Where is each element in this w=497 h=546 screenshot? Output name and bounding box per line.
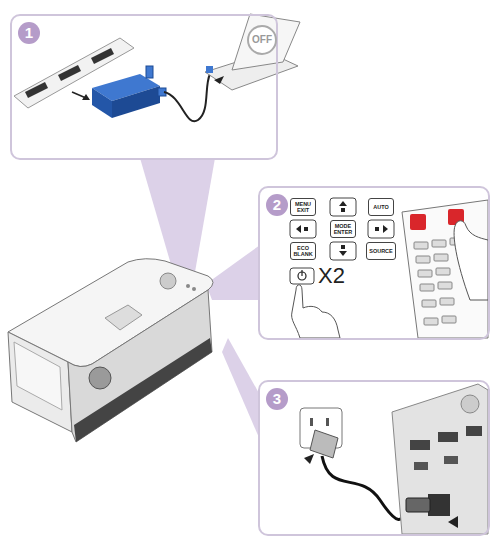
power-inlet: [428, 494, 450, 516]
wedge: [140, 158, 215, 272]
remote-key: [422, 300, 436, 307]
remote-key: [438, 282, 452, 289]
projector-front: [8, 332, 72, 432]
arrow-head: [304, 454, 314, 464]
step-panel: 3: [258, 380, 490, 536]
press-count: X2: [318, 264, 345, 288]
button-label: SOURCE: [369, 248, 393, 254]
socket-hole: [310, 418, 313, 426]
io-port: [444, 456, 458, 464]
control-pad: [160, 273, 176, 289]
panel-bg: [258, 380, 490, 536]
remote-key: [432, 240, 446, 247]
projector-mirror: [14, 342, 62, 410]
adapter-front: [92, 88, 112, 118]
panel-backgrounds: [10, 14, 490, 536]
io-port: [438, 432, 458, 442]
arrow-icon-bar: [341, 245, 345, 249]
arrow-icon: [339, 251, 347, 256]
remote-key: [414, 242, 428, 249]
remote-key: [440, 298, 454, 305]
io-port: [414, 462, 428, 470]
adapter-side: [112, 86, 160, 118]
arrow-button: [290, 220, 316, 238]
laptop-plug: [206, 66, 213, 73]
arrow-button: [330, 198, 356, 216]
arrow-head: [214, 76, 224, 84]
arrow-button: [330, 242, 356, 260]
panel-1-art: [14, 14, 300, 121]
remote-key: [436, 268, 450, 275]
projector-base-band: [74, 338, 212, 442]
remote-red-button: [410, 214, 426, 230]
projector-back: [392, 384, 488, 534]
projector-side: [68, 290, 212, 442]
button-label: AUTO: [373, 204, 388, 210]
power-plug: [310, 430, 338, 458]
arrow-icon-bar: [304, 227, 308, 231]
panel-2-art: [290, 198, 488, 338]
keypad-button: MODE ENTER: [330, 220, 356, 238]
arrow-icon: [339, 201, 347, 206]
vga-port: [25, 82, 48, 98]
panel-bg: [258, 186, 490, 340]
arrow-icon: [383, 225, 388, 233]
remote-key: [420, 284, 434, 291]
vga-port: [91, 48, 114, 64]
callout-number: 3: [266, 388, 288, 410]
callout-number: 2: [266, 194, 288, 216]
hand: [292, 285, 340, 338]
keypad-button: AUTO: [368, 198, 394, 216]
button-label: ECO BLANK: [291, 245, 315, 257]
arrow-button: [368, 220, 394, 238]
power-connector: [406, 498, 430, 512]
power-icon: [301, 270, 302, 276]
panel-3-art: [300, 384, 488, 534]
hand: [454, 221, 488, 300]
wedge: [222, 338, 260, 440]
remote-key: [424, 318, 438, 325]
remote-key: [416, 256, 430, 263]
cable: [164, 74, 210, 121]
arrow-icon-bar: [375, 227, 379, 231]
button-label: MODE ENTER: [331, 223, 355, 235]
indicator-light: [186, 284, 190, 288]
arrow-head: [448, 516, 458, 528]
keypad-button: MENU EXIT: [290, 198, 316, 216]
step-panel: 2MENU EXIT AUTO MODE ENTER ECO BLANK SOURCE: [258, 186, 490, 340]
step-panel: 1OFF: [10, 14, 278, 160]
adapter-connector: [146, 66, 153, 78]
power-button: [290, 268, 314, 284]
off-badge: OFF: [247, 25, 277, 55]
keypad-button: SOURCE: [366, 242, 396, 260]
io-port: [466, 426, 482, 436]
keypad-button: ECO BLANK: [290, 242, 316, 260]
laptop-screen: [232, 14, 300, 70]
arrow-icon-bar: [341, 208, 345, 212]
projector-vent: [461, 395, 479, 413]
remote-key: [418, 270, 432, 277]
io-port: [410, 440, 430, 450]
remote-control: [402, 200, 488, 338]
vga-port: [58, 65, 81, 81]
socket-hole: [326, 418, 329, 426]
wedge: [206, 245, 260, 300]
projector: [8, 259, 213, 442]
arrow-line: [72, 92, 86, 98]
remote-key: [442, 316, 456, 323]
indicator-light: [192, 287, 196, 291]
arrow-icon: [296, 225, 301, 233]
status-text: OFF: [252, 34, 272, 46]
remote-key: [434, 254, 448, 261]
button-label: MENU EXIT: [291, 201, 315, 213]
callout-number: 1: [18, 22, 40, 44]
arrow-head: [82, 94, 90, 100]
projector-window: [105, 305, 142, 330]
projector-lens: [89, 367, 111, 389]
